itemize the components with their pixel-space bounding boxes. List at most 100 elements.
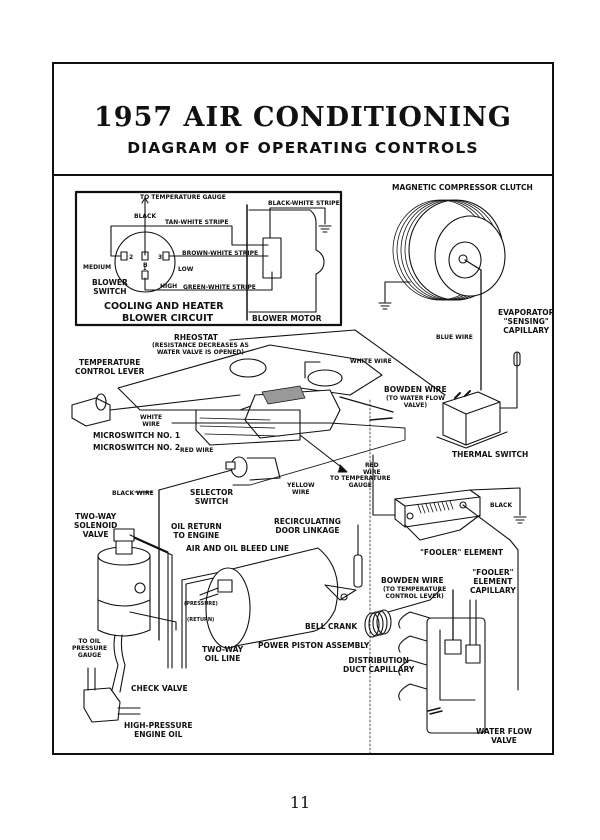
label-low: LOW — [178, 266, 194, 273]
solenoid-body — [97, 555, 151, 637]
label-to-temp-gauge-inset: TO TEMPERATURE GAUGE — [140, 194, 226, 201]
tan-white-stripe-wire — [144, 225, 269, 246]
lever-pivot — [95, 393, 107, 411]
inset-border — [74, 190, 343, 327]
label-air-oil-bleed-line: AIR AND OIL BLEED LINE — [186, 544, 290, 553]
rheostat-dial-right — [307, 369, 343, 387]
label-brown-white-stripe: BROWN-WHITE STRIPE — [182, 250, 259, 257]
white-wire-long — [229, 329, 446, 396]
page-number: 11 — [289, 793, 311, 812]
fooler-coil — [417, 500, 454, 514]
label-evaporator-capillary: EVAPORATOR "SENSING" CAPILLARY — [498, 308, 555, 335]
label-green-white-stripe: GREEN-WHITE STRIPE — [183, 284, 256, 291]
inset-title-line2: BLOWER CIRCUIT — [122, 313, 214, 324]
microswitch-plate — [195, 409, 301, 446]
label-white-wire: WHITE WIRE — [140, 414, 163, 428]
label-yellow-wire: YELLOW WIRE — [287, 482, 315, 496]
label-white-wire-top: WHITE WIRE — [350, 358, 392, 365]
control-plate — [117, 344, 383, 411]
label-blue-wire: BLUE WIRE — [436, 334, 473, 341]
terminal-b — [141, 251, 149, 261]
blower-motor-body — [248, 209, 325, 313]
power-piston-cylinder — [224, 547, 339, 649]
label-bell-crank: BELL CRANK — [305, 622, 358, 631]
fooler-black-wire — [469, 487, 521, 516]
page-title: 1957 AIR CONDITIONING — [94, 102, 512, 133]
label-black-white-stripe: BLACK-WHITE STRIPE — [268, 200, 340, 207]
solenoid-nut — [115, 539, 133, 555]
solenoid-terminal — [134, 582, 146, 594]
label-bowden-wire-water-note: (TO WATER FLOW VALVE) — [386, 395, 445, 409]
label-distribution-duct-capillary: DISTRIBUTION DUCT CAPILLARY — [343, 656, 415, 674]
label-microswitch-1: MICROSWITCH NO. 1 — [93, 431, 181, 440]
label-terminal-b: B — [143, 262, 148, 269]
thermal-switch — [436, 390, 508, 449]
label-thermal-switch: THERMAL SWITCH — [452, 450, 529, 459]
oil-pressure-gauge-tube — [87, 667, 96, 691]
label-high-pressure-engine-oil: HIGH-PRESSURE ENGINE OIL — [124, 721, 193, 739]
label-bowden-wire-temp-note: (TO TEMPERATURE CONTROL LEVER) — [383, 586, 447, 600]
clutch-ground-wire — [384, 281, 411, 303]
label-return: (RETURN) — [187, 617, 215, 623]
inset-title-line1: COOLING AND HEATER — [104, 301, 224, 312]
label-water-flow-valve: WATER FLOW VALVE — [476, 727, 533, 745]
label-terminal-3: 3 — [158, 254, 163, 261]
sensing-bulb — [513, 351, 521, 367]
clutch-hub — [448, 241, 482, 279]
red-yellow-wire-track — [171, 422, 406, 486]
title-block: 1957 AIR CONDITIONING DIAGRAM OF OPERATI… — [54, 64, 552, 176]
microswitch-wires — [199, 417, 281, 437]
label-pressure: (PRESSURE) — [184, 601, 218, 607]
label-power-piston-assembly: POWER PISTON ASSEMBLY — [258, 641, 370, 650]
to-temp-gauge-wire — [299, 434, 346, 471]
terminal-2 — [120, 251, 128, 261]
oil-return-tube — [129, 534, 173, 669]
thermal-switch-box — [442, 391, 501, 446]
ground-icon — [378, 302, 392, 310]
solenoid-cap — [113, 528, 135, 542]
power-piston-assembly — [199, 524, 363, 649]
distribution-duct-capillary — [364, 589, 441, 638]
black-white-stripe-wire — [269, 207, 326, 239]
label-oil-return: OIL RETURN TO ENGINE — [171, 522, 222, 540]
bowden-wire-to-valve — [339, 396, 394, 413]
control-head-assembly — [71, 329, 446, 756]
arrow-icon — [337, 464, 348, 473]
label-blower-motor: BLOWER MOTOR — [252, 314, 322, 323]
terminal-1 — [141, 270, 149, 280]
evaporator-capillary — [494, 351, 518, 409]
label-black-inset: BLACK — [134, 213, 157, 220]
oil-feed-tube — [111, 634, 126, 693]
blower-motor-connector — [262, 237, 282, 279]
fooler-capillary-line — [462, 504, 519, 691]
label-to-temp-gauge: TO TEMPERATURE GAUGE — [330, 475, 391, 489]
ground-icon — [318, 225, 332, 233]
blower-circuit-inset — [74, 190, 343, 327]
label-fooler-element: "FOOLER" ELEMENT — [420, 548, 503, 557]
label-fooler-capillary: "FOOLER" ELEMENT CAPILLARY — [470, 568, 516, 595]
temperature-control-lever-knob — [71, 397, 111, 427]
label-two-way-solenoid-valve: TWO-WAY SOLENOID VALVE — [74, 512, 118, 539]
thermal-switch-base — [436, 431, 508, 449]
terminal-3 — [162, 251, 170, 261]
label-rheostat: RHEOSTAT — [174, 333, 218, 342]
ground-icon — [513, 516, 527, 524]
label-high: HIGH — [160, 283, 178, 290]
high-pressure-oil-tube — [117, 707, 141, 715]
label-recirculating-door-linkage: RECIRCULATING DOOR LINKAGE — [274, 517, 341, 535]
label-temperature-control-lever: TEMPERATURE CONTROL LEVER — [75, 358, 145, 376]
fooler-element — [372, 454, 527, 691]
label-two-way-oil-line: TWO-WAY OIL LINE — [202, 645, 244, 663]
label-red-wire-left: RED WIRE — [180, 447, 214, 454]
piston-fitting — [217, 579, 233, 593]
rheostat-dial-left — [229, 358, 267, 378]
blue-wire — [464, 259, 482, 391]
arrow-up-icon — [141, 197, 149, 204]
label-blower-switch: BLOWER SWITCH — [92, 278, 128, 296]
label-red-wire-right: RED WIRE — [363, 462, 381, 476]
magnetic-compressor-clutch — [378, 199, 521, 409]
check-valve — [83, 687, 121, 723]
label-tan-white-stripe: TAN-WHITE STRIPE — [165, 219, 229, 226]
green-white-stripe-wire — [144, 271, 273, 291]
